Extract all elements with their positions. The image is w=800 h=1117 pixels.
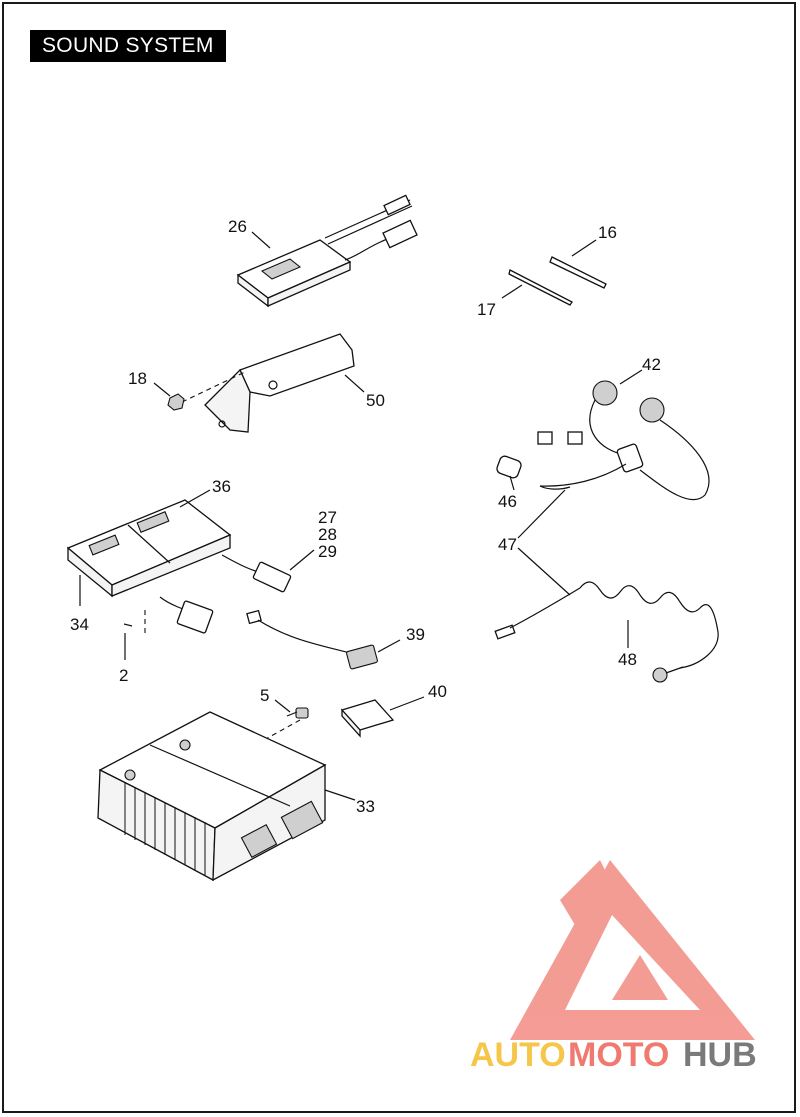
part-5-bolt — [254, 707, 309, 746]
watermark-triangle-inner — [565, 915, 700, 1010]
callout-47: 47 — [498, 535, 517, 554]
callout-16: 16 — [598, 223, 617, 242]
part-17-tie — [508, 269, 573, 306]
watermark-hub: HUB — [683, 1036, 757, 1074]
part-46-cap — [496, 455, 522, 479]
watermark-triangle-core — [612, 955, 668, 1000]
callout-42: 42 — [642, 355, 661, 374]
part-16-tool — [549, 256, 607, 289]
callout-17: 17 — [477, 300, 496, 319]
part-27-29-connectors — [123, 554, 292, 634]
watermark-wordmark: AUTO MOTO HUB — [470, 1036, 757, 1074]
callout-40: 40 — [428, 682, 447, 701]
part-50-bracket — [181, 333, 355, 433]
callout-27: 27 — [318, 508, 337, 527]
callout-33: 33 — [356, 797, 375, 816]
callout-48: 48 — [618, 650, 637, 669]
heatsink-fins — [124, 782, 206, 875]
callout-50: 50 — [366, 391, 385, 410]
watermark-auto: AUTO — [470, 1036, 566, 1074]
part-36-module — [66, 499, 232, 598]
watermark-logo — [510, 860, 755, 1040]
part-33-amplifier — [97, 711, 327, 882]
part-47-48-cord — [494, 485, 719, 683]
callout-26: 26 — [228, 217, 247, 236]
coil-spring — [579, 581, 719, 669]
callout-29: 29 — [318, 542, 337, 561]
callout-39: 39 — [406, 625, 425, 644]
callout-36: 36 — [212, 477, 231, 496]
callout-labels: 26 16 17 18 50 42 36 27 28 29 46 47 34 3… — [70, 217, 661, 816]
callout-34: 34 — [70, 615, 89, 634]
part-39-cable — [246, 609, 378, 670]
callout-28: 28 — [318, 525, 337, 544]
watermark-moto: MOTO — [568, 1036, 669, 1074]
watermark-m-stroke — [560, 860, 610, 925]
callout-2: 2 — [119, 666, 128, 685]
leader-lines — [79, 231, 643, 801]
part-42-headset — [537, 380, 710, 501]
page-title: SOUND SYSTEM — [30, 30, 226, 62]
callout-18: 18 — [128, 369, 147, 388]
callout-5: 5 — [260, 686, 269, 705]
callout-46: 46 — [498, 492, 517, 511]
part-26-module — [236, 194, 418, 308]
part-40-pad — [340, 699, 395, 738]
part-18-nut — [167, 393, 185, 411]
